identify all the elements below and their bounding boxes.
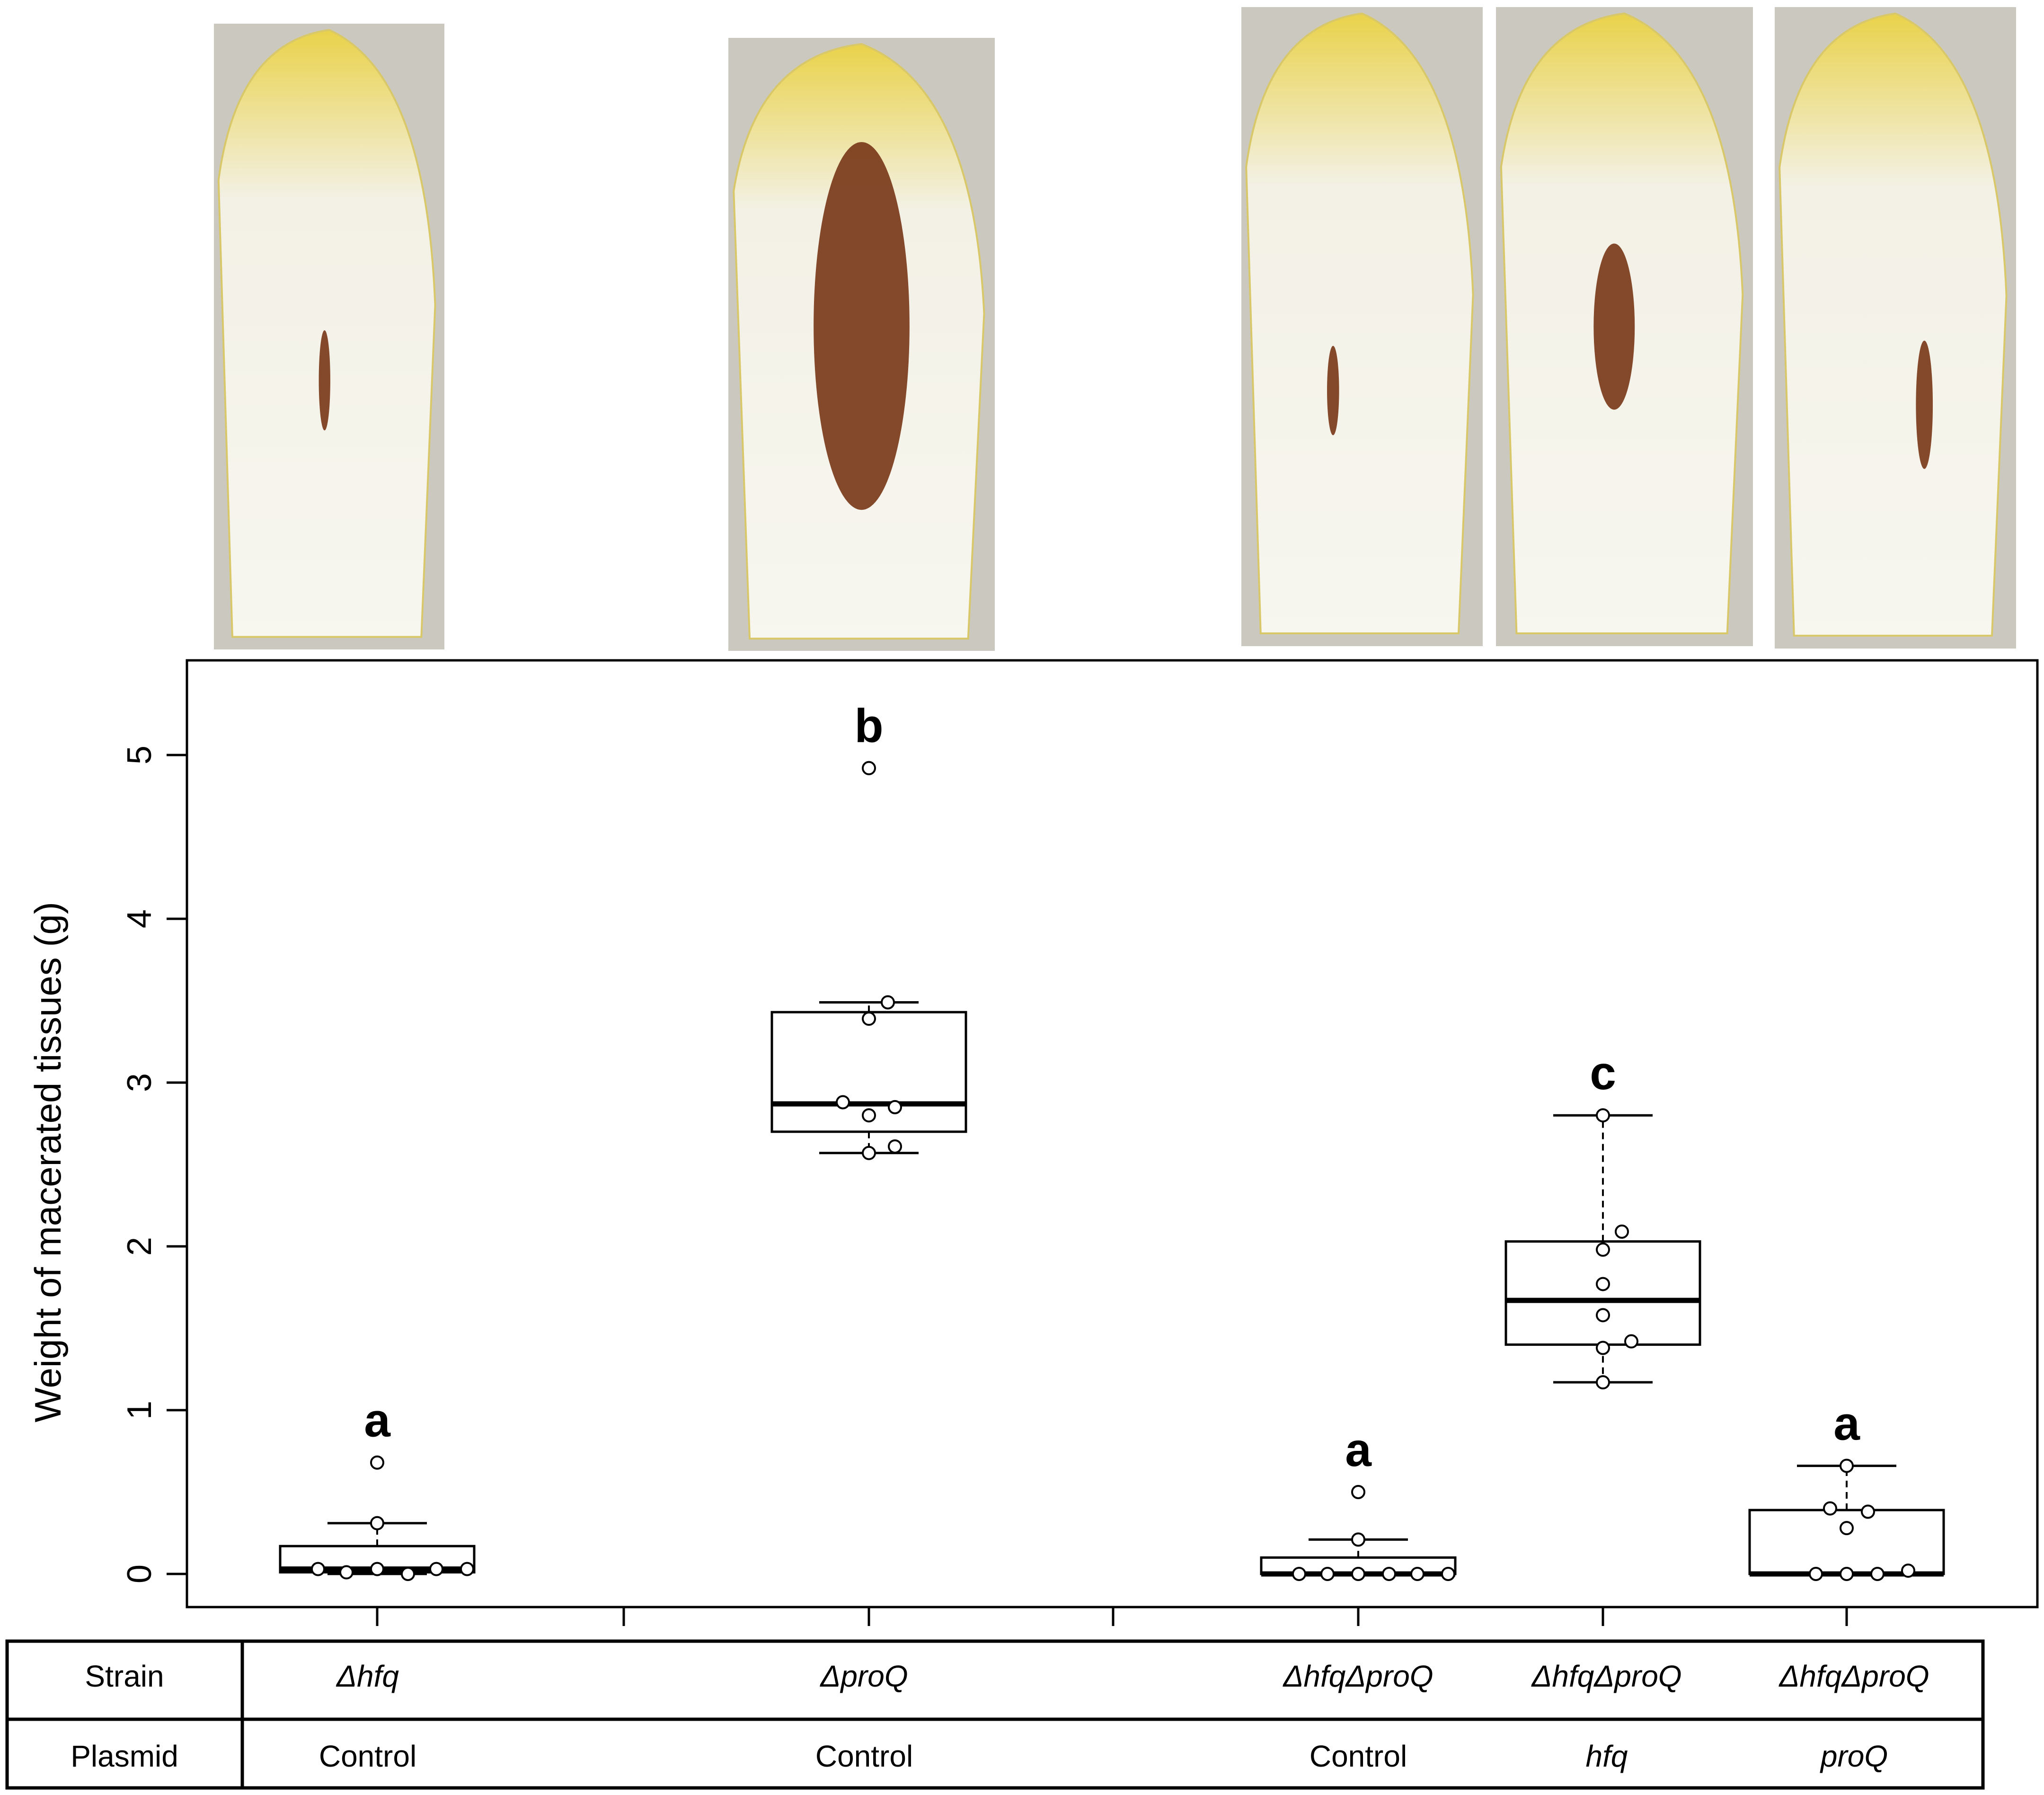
data-point (339, 1565, 354, 1580)
data-point (1840, 1458, 1854, 1473)
table-strain-label: Strain (85, 1659, 164, 1693)
plot-frame (186, 659, 2039, 1608)
y-tick-label: 1 (121, 1401, 159, 1420)
data-point (836, 1095, 850, 1110)
leaf-shape (217, 29, 436, 638)
leaf-photo-4 (1496, 7, 1753, 646)
data-point (429, 1562, 443, 1576)
table-strain-cell: ΔhfqΔproQ (1531, 1659, 1681, 1693)
boxplot-series: a b a c a (279, 700, 1945, 1581)
table-strain-cell: ΔproQ (819, 1659, 908, 1693)
lesion-mark (1916, 340, 1933, 469)
data-point (888, 1100, 902, 1114)
table-plasmid-label: Plasmid (71, 1739, 178, 1773)
data-point (1351, 1485, 1365, 1499)
data-point (862, 1146, 876, 1160)
lesion-mark (319, 330, 330, 431)
data-point (881, 995, 895, 1010)
data-point (1351, 1567, 1365, 1581)
y-tick-label: 4 (121, 909, 159, 928)
table-plasmid-cell: Control (815, 1739, 913, 1773)
table-strain-cell: ΔhfqΔproQ (1282, 1659, 1433, 1693)
table-frame (5, 1639, 1985, 1790)
leaf-photo-1 (214, 24, 444, 649)
data-point (1351, 1532, 1365, 1547)
table-strain-cell: Δhfq (336, 1659, 399, 1693)
significance-letter: a (364, 1394, 391, 1447)
data-point (1840, 1521, 1854, 1536)
lesion-mark (814, 142, 910, 510)
data-point (1901, 1564, 1915, 1578)
leaf-photos-panel (0, 0, 2044, 653)
table-plasmid-cell: hfq (1586, 1739, 1628, 1773)
box-group: a (279, 1394, 476, 1581)
data-point (1809, 1567, 1823, 1581)
y-tick-label: 5 (121, 746, 159, 764)
leaf-photo-2 (728, 38, 995, 651)
data-point (370, 1516, 384, 1530)
data-point (1596, 1375, 1610, 1390)
data-point (1870, 1567, 1885, 1581)
data-point (1624, 1334, 1638, 1349)
leaf-photo-3 (1241, 7, 1483, 646)
data-point (1596, 1341, 1610, 1355)
data-point (1320, 1567, 1335, 1581)
y-tick-label: 3 (121, 1073, 159, 1092)
data-point (1861, 1504, 1875, 1519)
data-point (460, 1562, 474, 1576)
data-point (1410, 1567, 1425, 1581)
y-tick-label: 0 (121, 1564, 159, 1583)
table-plasmid-cell: proQ (1820, 1739, 1888, 1773)
data-point (1382, 1567, 1396, 1581)
significance-letter: a (1833, 1397, 1860, 1450)
box-group: c (1504, 1047, 1701, 1390)
x-axis (376, 1607, 1848, 1626)
boxplot-chart: Weight of macerated tissues (g) 0 1 2 3 4 5 a… (5, 659, 2039, 1790)
data-point (1292, 1567, 1306, 1581)
data-point (1596, 1242, 1610, 1257)
data-point (862, 1012, 876, 1026)
table-plasmid-cell: Control (319, 1739, 416, 1773)
box-group: a (1748, 1397, 1945, 1581)
table-plasmid-cell: Control (1310, 1739, 1407, 1773)
data-point (311, 1562, 325, 1576)
iqr-box (1504, 1240, 1701, 1346)
box-group: b (770, 700, 967, 1160)
data-point (888, 1139, 902, 1154)
y-axis: 0 1 2 3 4 5 (121, 746, 187, 1583)
significance-letter: b (854, 700, 883, 753)
data-point (1596, 1108, 1610, 1123)
leaf-shape (1779, 12, 2008, 637)
data-point (1596, 1308, 1610, 1323)
data-point (862, 1108, 876, 1123)
significance-letter: c (1590, 1047, 1616, 1100)
data-point (1615, 1224, 1629, 1239)
table-strain-cell: ΔhfqΔproQ (1778, 1659, 1929, 1693)
data-point (1823, 1501, 1837, 1516)
data-point (370, 1562, 384, 1576)
leaf-shape (1245, 12, 1474, 634)
data-point (1441, 1567, 1455, 1581)
data-point (1840, 1567, 1854, 1581)
leaf-photo-5 (1775, 7, 2016, 649)
data-point (370, 1455, 384, 1470)
y-axis-label: Weight of macerated tissues (g) (27, 902, 69, 1422)
y-tick-label: 2 (121, 1237, 159, 1256)
iqr-box (1748, 1509, 1945, 1575)
significance-letter: a (1345, 1423, 1372, 1476)
lesion-mark (1327, 346, 1339, 435)
data-point (401, 1567, 415, 1581)
data-point (862, 761, 876, 775)
data-point (1596, 1277, 1610, 1291)
lesion-mark (1593, 243, 1635, 410)
box-group: a (1260, 1423, 1457, 1581)
